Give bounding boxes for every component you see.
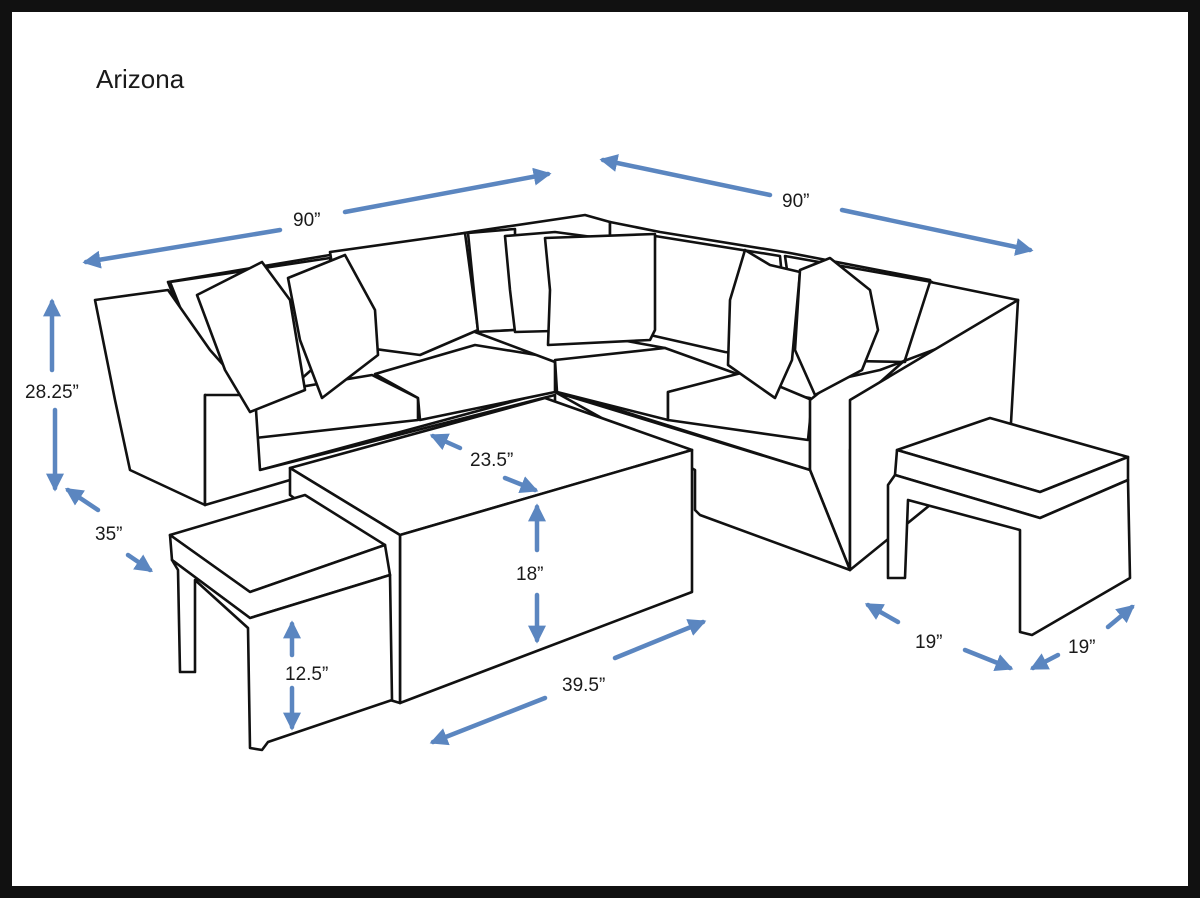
dimension-labels: 90” 90” 28.25” 35” 23.5” 18” 39.5” 12.5”… [25, 191, 1095, 696]
stool-depth-arrow-a [1029, 652, 1061, 671]
table-depth-arrow-a [429, 433, 463, 451]
product-title: Arizona [96, 64, 185, 94]
stool-width-arrow-b [962, 647, 1014, 672]
corner-sofa [93, 213, 1020, 572]
sofa-left-length-arrow-a [82, 227, 283, 269]
table-length-label: 39.5” [562, 675, 605, 696]
sofa-right-length-label: 90” [782, 191, 809, 212]
stool-right-frame [886, 473, 1132, 637]
sofa-depth-arrow-b [125, 552, 153, 573]
throw-pillow-2 [286, 253, 380, 400]
sofa-depth-arrow-a [65, 487, 101, 513]
sofa-left-length-arrow-b [342, 167, 552, 215]
table-depth-arrow-b [502, 475, 539, 494]
stool-left [168, 493, 394, 752]
coffee-table [288, 396, 694, 705]
stool-depth-arrow-b [1105, 604, 1135, 630]
stool-right [886, 416, 1132, 637]
sofa-right-length-arrow-b [839, 207, 1034, 256]
stool-left-frame [170, 558, 394, 752]
throw-pillow-5 [726, 248, 802, 400]
table-depth-label: 23.5” [470, 450, 513, 471]
throw-pillow-1 [195, 260, 307, 414]
table-height-label: 18” [516, 564, 543, 585]
throw-pillow-6 [793, 256, 880, 397]
table-length-arrow-a [612, 619, 707, 661]
stool-depth-label: 19” [1068, 637, 1095, 658]
sofa-right-length-arrow-a [599, 154, 773, 198]
sofa-left-length-label: 90” [293, 210, 320, 231]
stool-width-arrow-a [864, 602, 901, 625]
throw-pillow-4 [543, 232, 657, 347]
stool-height-label: 12.5” [285, 664, 328, 685]
stool-width-label: 19” [915, 632, 942, 653]
sofa-front-right [553, 390, 852, 572]
sofa-height-label: 28.25” [25, 382, 79, 403]
sofa-depth-label: 35” [95, 524, 122, 545]
dimension-arrows [43, 154, 1135, 746]
table-length-arrow-b [429, 695, 548, 746]
